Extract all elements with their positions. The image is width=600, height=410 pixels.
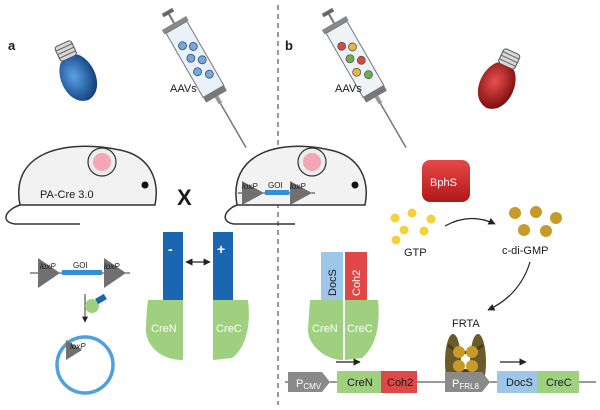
bphs-box	[422, 160, 470, 202]
docs-gene-box	[497, 371, 537, 393]
crec-label-b: CreC	[347, 323, 373, 335]
cren-gene-box	[337, 371, 381, 393]
loxp-label-a1: loxP	[40, 262, 56, 271]
docs-gene-label: DocS	[506, 377, 533, 389]
split-cre-docs-coh2	[308, 252, 379, 360]
cdigmp-to-frta-arrow	[487, 261, 531, 311]
loxp-label-b2: loxP	[290, 182, 306, 191]
split-cre-magnets	[146, 232, 249, 360]
conversion-arrow	[444, 217, 496, 227]
gtp-label: GTP	[404, 247, 427, 259]
crec-gene-box	[537, 371, 579, 393]
docs-vertical-label: DocS	[327, 269, 339, 296]
panel-label-a: a	[8, 38, 16, 53]
goi-construct-label: GOI	[73, 261, 88, 270]
mouse-right-icon	[224, 145, 367, 225]
loxp-goi-construct	[30, 258, 130, 288]
plus-label: +	[217, 241, 225, 257]
loxp-label-a2: loxP	[104, 262, 120, 271]
gtp-dots	[390, 208, 436, 245]
pcmv-label: PCMV	[296, 378, 322, 391]
loxp-label-a3: loxP	[70, 342, 86, 351]
aavs-label-left: AAVs	[170, 83, 197, 95]
cren-label-b: CreN	[312, 323, 338, 335]
cren-label-a: CreN	[151, 323, 177, 335]
cre-protein-small-icon	[85, 293, 107, 313]
panel-label-b: b	[285, 38, 293, 53]
frta-label: FRTA	[452, 318, 480, 330]
cren-gene-label: CreN	[347, 377, 373, 389]
mouse-line-label: PA-Cre 3.0	[40, 189, 94, 201]
red-light-bulb-icon	[477, 48, 521, 109]
minus-label: -	[168, 241, 173, 257]
syringe-left-icon	[161, 7, 247, 149]
loxp-label-b1: loxP	[242, 182, 258, 191]
goi-mouse-label: GOI	[268, 181, 283, 190]
bphs-label: BphS	[430, 177, 457, 189]
syringe-right-icon	[321, 7, 407, 149]
coh2-vertical-label: Coh2	[351, 270, 363, 296]
pcmv-promoter	[288, 372, 330, 392]
cross-symbol: X	[177, 185, 192, 210]
pfrl8-label: PFRL8	[452, 378, 479, 391]
coh2-gene-box	[381, 371, 417, 393]
cdigmp-label: c-di-GMP	[502, 245, 548, 257]
pfrl8-promoter	[445, 372, 490, 392]
crec-label-a: CreC	[216, 323, 242, 335]
coh2-gene-label: Coh2	[387, 377, 413, 389]
blue-light-bulb-icon	[54, 40, 98, 101]
mouse-left-icon	[5, 145, 157, 225]
crec-gene-label: CreC	[546, 377, 572, 389]
cdigmp-dots	[509, 206, 562, 237]
aavs-label-right: AAVs	[335, 83, 362, 95]
excised-loxp-circle	[55, 335, 115, 395]
